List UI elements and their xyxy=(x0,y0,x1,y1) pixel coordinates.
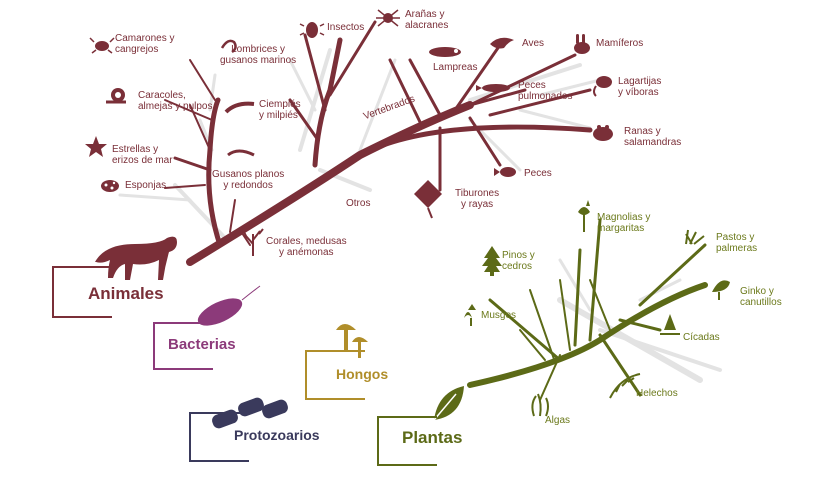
kingdom-protozoa-label: Protozoarios xyxy=(234,427,320,443)
sponge-icon xyxy=(101,180,119,192)
lungfish-icon xyxy=(476,84,510,92)
label-birds: Aves xyxy=(522,38,545,49)
algae-icon xyxy=(531,393,549,417)
spider-icon xyxy=(376,9,400,27)
centipede-icon xyxy=(224,101,255,114)
moss-icon xyxy=(464,304,476,326)
coral-icon xyxy=(243,228,264,256)
label-others: Otros xyxy=(346,198,371,209)
label-insects: Insectos xyxy=(327,22,365,33)
label-ferns: Helechos xyxy=(636,388,678,399)
label-mosses: Musgos xyxy=(481,310,517,321)
label-cycads: Cícadas xyxy=(683,332,720,343)
flatworm-icon xyxy=(227,149,255,157)
crab-icon xyxy=(89,37,115,54)
label-sponges: Esponjas xyxy=(125,180,167,191)
leaf-icon xyxy=(433,386,464,421)
protozoa-icon xyxy=(212,397,288,429)
kingdom-fungi-label: Hongos xyxy=(336,366,389,382)
kingdom-plants-label: Plantas xyxy=(402,428,463,447)
kingdom-bacteria-label: Bacterias xyxy=(168,336,236,353)
beetle-icon xyxy=(299,22,325,38)
label-fish: Peces xyxy=(524,168,552,179)
tiger-icon xyxy=(95,236,177,280)
worm-icon xyxy=(220,39,237,54)
fern-icon xyxy=(609,373,641,399)
ginkgo-icon xyxy=(712,280,730,300)
lamprey-icon xyxy=(429,47,461,57)
starfish-icon xyxy=(85,136,107,157)
mushroom-icon xyxy=(336,324,368,358)
protozoa-bracket xyxy=(189,412,249,462)
cycad-icon xyxy=(660,314,680,335)
label-algae: Algas xyxy=(545,415,571,426)
plant-tree xyxy=(467,218,708,401)
animal-tree xyxy=(164,20,593,266)
fish-icon xyxy=(494,167,516,177)
plants-bracket xyxy=(377,416,437,466)
stingray-icon xyxy=(414,180,442,219)
label-lampreys: Lampreas xyxy=(433,62,478,73)
rabbit-icon xyxy=(574,34,590,54)
kingdom-animals-label: Animales xyxy=(88,284,164,303)
pine-icon xyxy=(482,246,502,276)
bacteria-bracket xyxy=(153,322,213,370)
snail-icon xyxy=(106,88,126,104)
animals-bracket xyxy=(52,266,112,318)
lizard-icon xyxy=(593,76,612,97)
grass-icon xyxy=(685,229,705,245)
tulip-icon xyxy=(578,200,590,232)
frog-icon xyxy=(593,125,613,141)
bacterium-icon xyxy=(197,285,261,326)
label-mammals: Mamíferos xyxy=(596,38,644,49)
bird-icon xyxy=(490,37,514,49)
label-molluscs: Caracoles,almejas y pulpos xyxy=(138,90,213,112)
fungi-bracket xyxy=(305,350,365,400)
